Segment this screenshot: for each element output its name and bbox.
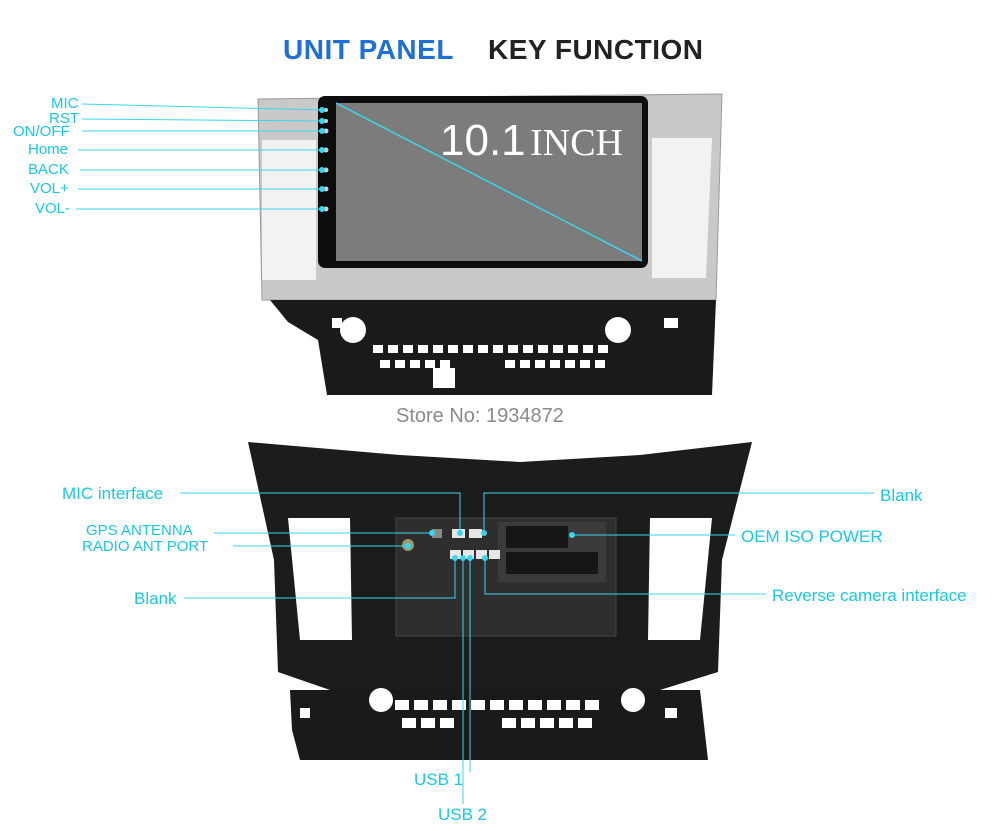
- callout-mic-interface: MIC interface: [62, 484, 164, 503]
- callout-home: Home: [28, 141, 69, 158]
- screen-size-number: 10.1: [440, 116, 526, 165]
- callout-gps-antenna: GPS ANTENNA: [86, 522, 193, 539]
- callout-blank-left: Blank: [134, 589, 177, 608]
- title-unit-panel: UNIT PANEL: [283, 34, 454, 65]
- callout-vol-down: VOL-: [35, 200, 71, 217]
- front-panel: [76, 93, 723, 395]
- callout-rst: RST: [49, 110, 79, 127]
- callout-usb2: USB 2: [438, 805, 488, 824]
- callout-vol-up: VOL+: [30, 180, 69, 197]
- screen-size-label: 10.1 INCH: [440, 116, 623, 166]
- callout-oem-iso-power: OEM ISO POWER: [741, 527, 883, 546]
- callout-mic: MIC: [51, 95, 79, 112]
- callout-back: BACK: [28, 161, 69, 178]
- callout-radio-ant-port: RADIO ANT PORT: [82, 538, 209, 555]
- callout-usb1: USB 1: [414, 770, 464, 789]
- store-watermark: Store No: 1934872: [396, 405, 564, 427]
- callout-blank-right: Blank: [880, 486, 923, 505]
- callout-reverse-camera: Reverse camera interface: [772, 586, 967, 605]
- title-key-function: KEY FUNCTION: [488, 34, 704, 65]
- callout-on-off: ON/OFF: [13, 123, 70, 140]
- screen-size-unit: INCH: [530, 122, 623, 164]
- rear-panel: [180, 442, 874, 804]
